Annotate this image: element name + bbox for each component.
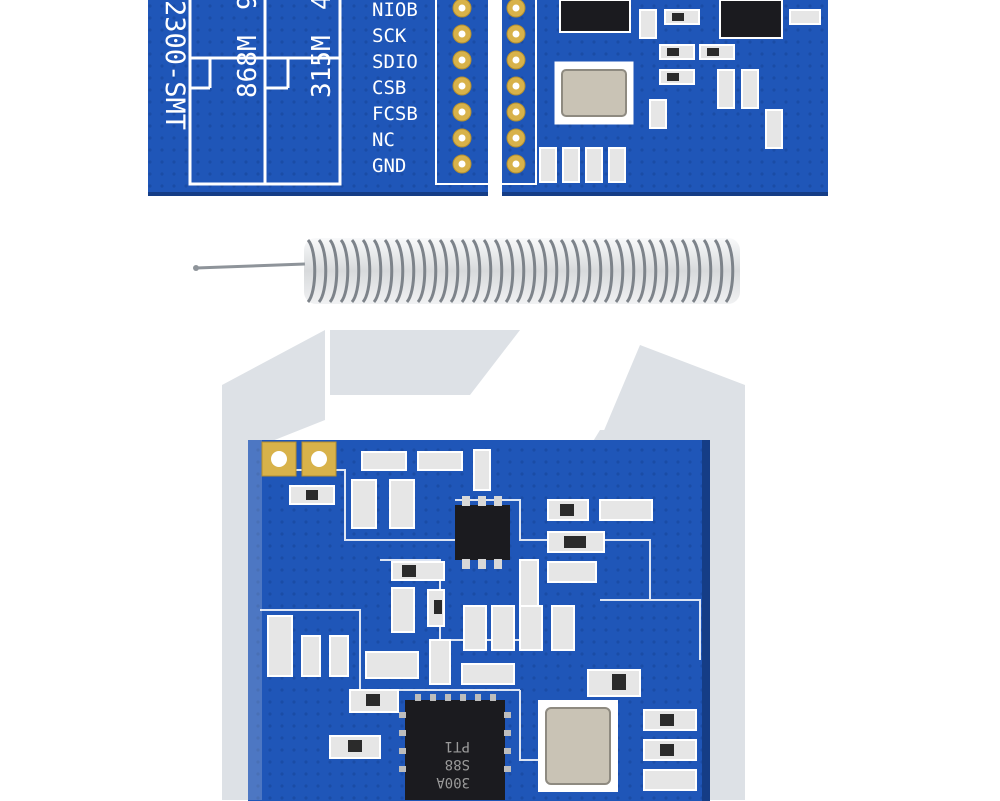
coil-turn	[603, 238, 614, 304]
passive-components	[267, 449, 697, 791]
antenna-pads	[261, 441, 337, 477]
coil-turn	[559, 238, 570, 304]
sot-transistor-chip	[455, 496, 510, 569]
coil-turn	[647, 238, 658, 304]
coil-turn	[691, 238, 702, 304]
pin-label-fcsb: FCSB	[372, 103, 418, 125]
chip-marking-line-2: S88	[445, 756, 470, 772]
pin-label-list: NIOB SCK SDIO CSB FCSB NC GND	[372, 0, 418, 177]
coil-turn	[680, 238, 691, 304]
coil-turn	[361, 238, 372, 304]
coil-turn	[372, 238, 383, 304]
spring-coil-antenna-icon	[193, 238, 740, 304]
coil-turn	[306, 238, 317, 304]
coil-turn	[548, 238, 559, 304]
chip-marking-line-1: 300A	[436, 774, 470, 790]
coil-turn	[724, 238, 735, 304]
pin-label-sck: SCK	[372, 25, 407, 47]
freq-label-433: 433	[307, 0, 337, 10]
coil-turn	[702, 238, 713, 304]
coil-turn	[405, 238, 416, 304]
top-pcb-board: 2300-SMT 915 433 868M 315M NIOB SCK SDIO…	[148, 0, 828, 196]
coil-turn	[383, 238, 394, 304]
crystal-oscillator	[538, 700, 618, 792]
coil-turn	[658, 238, 669, 304]
coil-turn	[427, 238, 438, 304]
pin-label-nc: NC	[372, 129, 395, 151]
coil-turn	[570, 238, 581, 304]
pin-label-niob: NIOB	[372, 0, 418, 21]
coil-turn	[471, 238, 482, 304]
coil-turn	[449, 238, 460, 304]
pin-label-csb: CSB	[372, 77, 406, 99]
freq-label-315m: 315M	[307, 35, 337, 98]
coil-turn	[504, 238, 515, 304]
freq-label-868m: 868M	[233, 35, 263, 98]
coil-turn	[526, 238, 537, 304]
coil-turn	[460, 238, 471, 304]
coil-turn	[515, 238, 526, 304]
coil-turn	[669, 238, 680, 304]
coil-turn	[625, 238, 636, 304]
coil-turn	[317, 238, 328, 304]
coil-turn	[592, 238, 603, 304]
coil-turn	[438, 238, 449, 304]
model-label: 2300-SMT	[159, 0, 190, 130]
coil-turn	[339, 238, 350, 304]
pin-label-sdio: SDIO	[372, 51, 418, 73]
chip-marking-line-3: PT1	[445, 738, 470, 754]
coil-turn	[581, 238, 592, 304]
coil-turn	[614, 238, 625, 304]
coil-turn	[482, 238, 493, 304]
rf-transceiver-chip: 300A S88 PT1	[399, 694, 511, 800]
coil-turn	[713, 238, 724, 304]
bottom-pcb-board: 300A S88 PT1	[248, 440, 710, 801]
freq-label-915: 915	[233, 0, 263, 10]
coil-turn	[636, 238, 647, 304]
coil-turn	[537, 238, 548, 304]
top-components	[539, 0, 821, 183]
coil-turn	[493, 238, 504, 304]
pin-label-gnd: GND	[372, 155, 406, 177]
coil-turn	[328, 238, 339, 304]
coil-turn	[350, 238, 361, 304]
coil-turn	[394, 238, 405, 304]
coil-turn	[416, 238, 427, 304]
